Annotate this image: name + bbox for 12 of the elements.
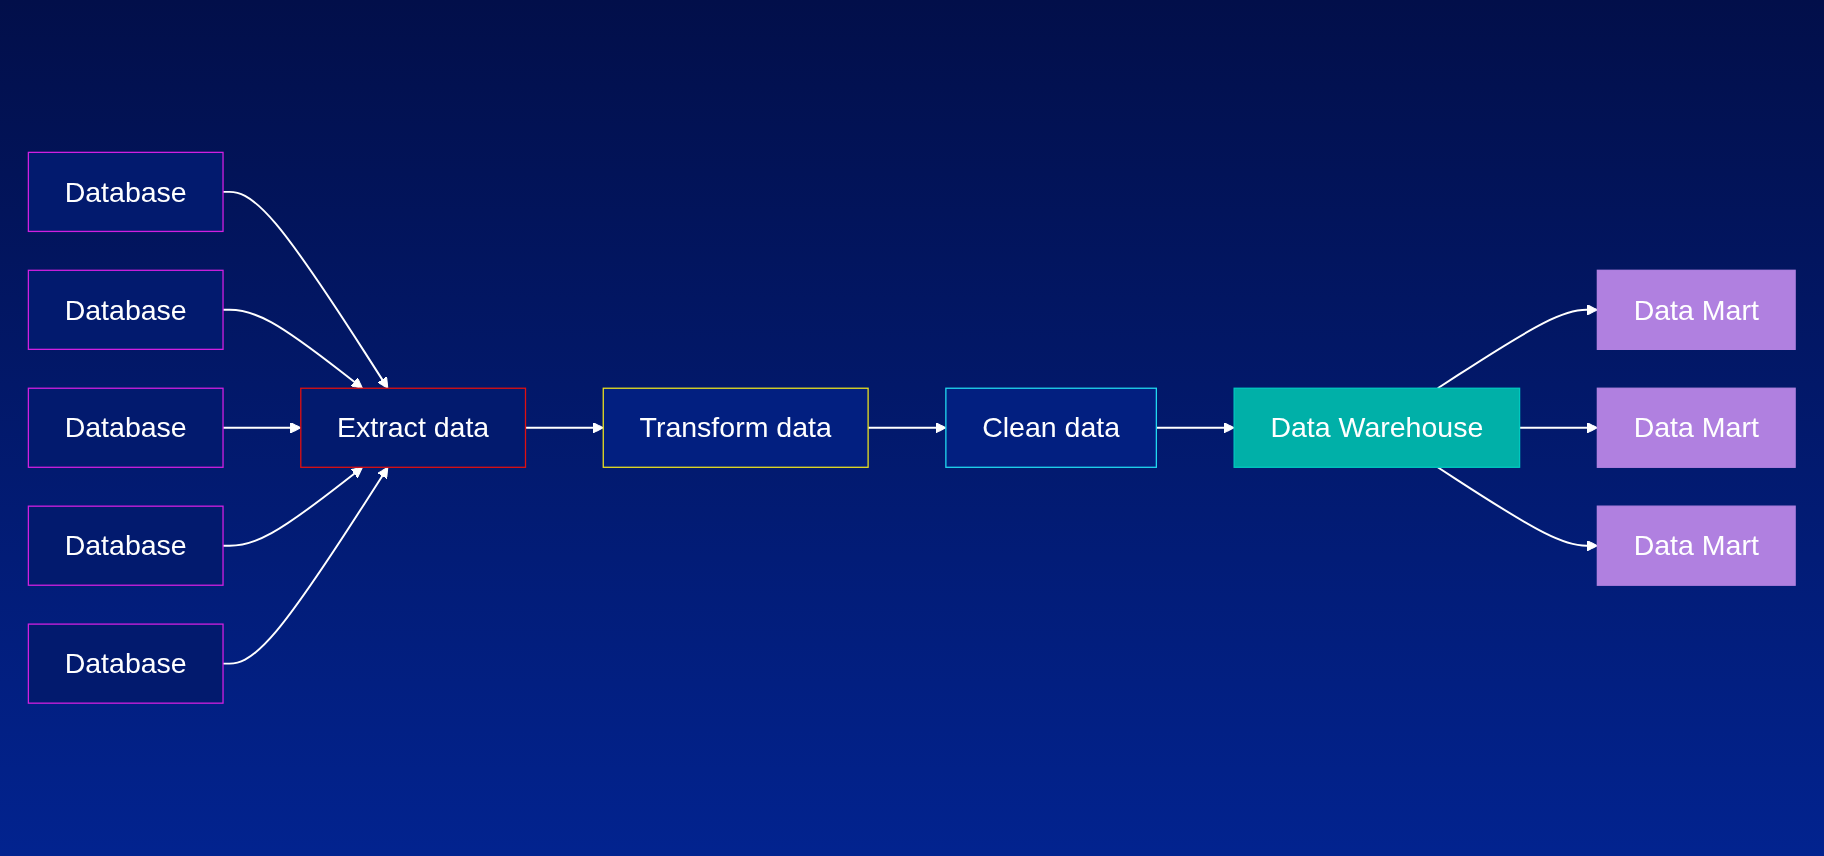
node-box: Database <box>27 387 224 469</box>
node-box: Data Mart <box>1596 269 1796 351</box>
node-box: Transform data <box>602 387 869 469</box>
node-box: Clean data <box>945 387 1158 469</box>
node-box: Data Mart <box>1596 387 1796 469</box>
node-box: Database <box>27 269 224 351</box>
node-box: Database <box>27 151 224 233</box>
node-box: Data Warehouse <box>1233 387 1521 469</box>
node-box: Data Mart <box>1596 505 1796 587</box>
node-box: Extract data <box>300 387 527 469</box>
node-box: Database <box>27 505 224 587</box>
node-box: Database <box>27 623 224 705</box>
